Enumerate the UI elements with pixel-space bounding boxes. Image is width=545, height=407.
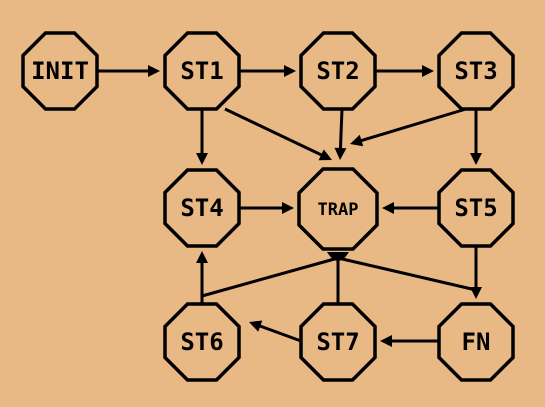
edge-st6-to-trap (201, 256, 339, 298)
node-st2-shape (299, 31, 377, 111)
node-st4-label: ST4 (180, 194, 223, 222)
edge-line (338, 108, 344, 152)
node-st5: ST5 (437, 168, 515, 248)
edge-st3-to-trap (350, 107, 467, 147)
arrow-head (249, 320, 263, 332)
node-st2: ST2 (299, 31, 377, 111)
arrow-head (470, 153, 482, 165)
node-fn-label: FN (462, 328, 491, 356)
node-st1-shape (163, 31, 241, 111)
edge-st2-to-st3 (375, 65, 434, 77)
arrow-head (196, 153, 208, 165)
edge-st1-to-st4 (196, 109, 208, 165)
node-fn-shape (437, 302, 515, 382)
node-st1: ST1 (163, 31, 241, 111)
edge-st6-to-st4 (196, 251, 208, 304)
node-st2-label: ST2 (316, 57, 359, 85)
node-st7: ST7 (299, 302, 377, 382)
edge-st5-to-trap (382, 202, 439, 214)
arrow-head (380, 335, 392, 347)
edge-merge-arrowhead (327, 252, 349, 261)
edge-line (201, 256, 339, 298)
edge-st7-to-st6 (249, 320, 302, 343)
edge-line (357, 107, 467, 144)
edges-layer (97, 65, 482, 347)
edge-init-to-st1 (97, 65, 160, 77)
edge-line (337, 256, 477, 292)
node-trap-label: TRAP (318, 200, 359, 220)
node-st1-label: ST1 (180, 57, 223, 85)
node-st3-label: ST3 (454, 57, 497, 85)
edge-line (256, 323, 302, 343)
edge-st4-to-trap (239, 202, 294, 214)
arrow-head (422, 65, 434, 77)
node-st5-label: ST5 (454, 194, 497, 222)
node-st5-shape (437, 168, 515, 248)
edge-st3-to-st5 (470, 109, 482, 165)
edge-line (224, 107, 326, 158)
node-st7-shape (299, 302, 377, 382)
node-st7-label: ST7 (316, 328, 359, 356)
edge-st1-to-st2 (239, 65, 296, 77)
node-st6-label: ST6 (180, 328, 223, 356)
arrow-head (148, 65, 160, 77)
edge-fn-to-st7 (380, 335, 439, 347)
node-st3: ST3 (437, 31, 515, 111)
arrow-head (382, 202, 394, 214)
node-st6: ST6 (163, 302, 241, 382)
edge-fn-to-trap (337, 256, 477, 292)
edge-st1-to-trap (224, 107, 332, 161)
node-st3-shape (437, 31, 515, 111)
node-st6-shape (163, 302, 241, 382)
node-trap-shape (297, 167, 379, 251)
edge-st2-to-trap (334, 108, 347, 160)
node-init-shape (21, 31, 99, 111)
edge-st5-to-fn (470, 246, 482, 299)
arrow-head (350, 134, 364, 147)
node-fn: FN (437, 302, 515, 382)
arrow-head (284, 65, 296, 77)
node-st4-shape (163, 168, 241, 248)
node-trap: TRAP (297, 167, 379, 251)
nodes-layer: INIT ST1 ST2 ST3 ST4 TRAP ST5 ST6 (21, 31, 515, 382)
arrow-head (318, 149, 332, 161)
arrow-head (196, 251, 208, 263)
node-init: INIT (21, 31, 99, 111)
node-st4: ST4 (163, 168, 241, 248)
arrow-head (334, 147, 347, 160)
arrow-head (282, 202, 294, 214)
node-init-label: INIT (31, 57, 89, 85)
